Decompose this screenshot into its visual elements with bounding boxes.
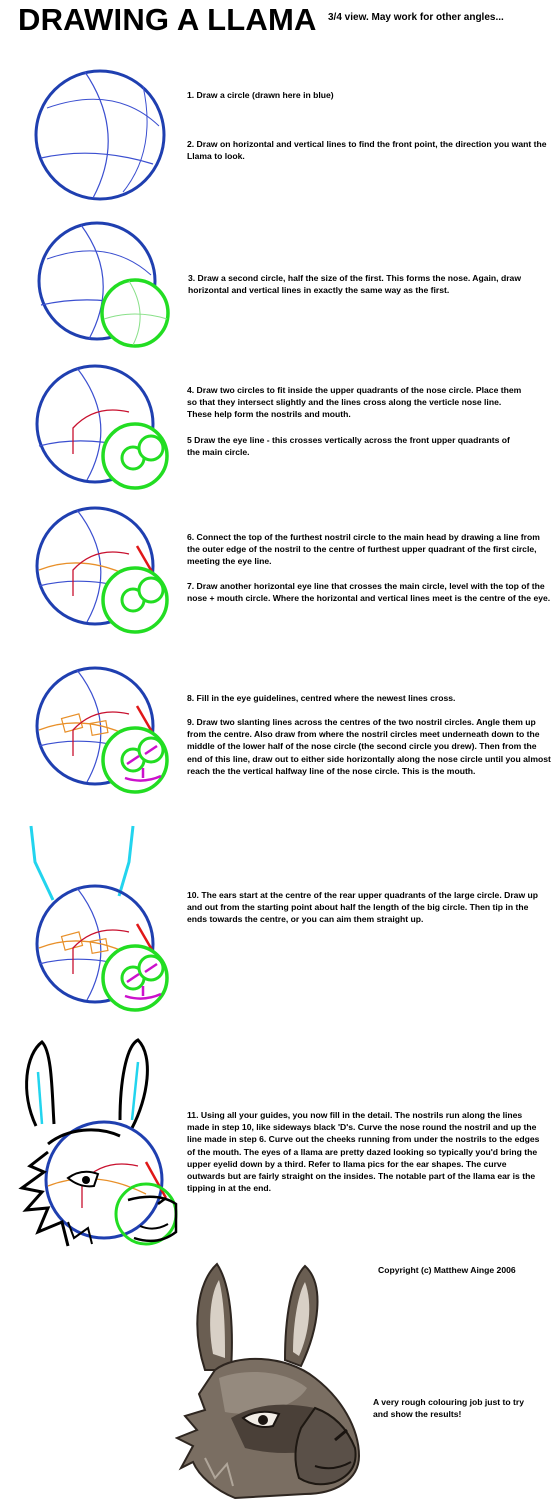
copyright-text: Copyright (c) Matthew Ainge 2006 [378, 1265, 516, 1275]
nostril-slant-near [126, 754, 140, 766]
main-circle [44, 1120, 164, 1240]
eye-line [72, 929, 130, 974]
mouth-guide [124, 768, 162, 782]
nose-bridge-line [144, 1161, 168, 1199]
page-title: DRAWING A LLAMA [18, 2, 317, 37]
colored-ear-right-inner [293, 1282, 310, 1356]
mouth-line [139, 1223, 169, 1230]
eye-line [72, 409, 130, 454]
figure-step-10 [29, 825, 169, 1012]
eye-pupil [82, 1176, 90, 1184]
step-10-text: 10. The ears start at the centre of the … [187, 890, 539, 925]
main-circle [34, 69, 166, 201]
colored-mouth [314, 1461, 352, 1470]
vertical-guide [76, 887, 102, 1001]
eye-guide-far [89, 938, 109, 954]
page-subtitle: 3/4 view. May work for other angles... [328, 12, 504, 23]
nostril-slant-far [144, 962, 158, 974]
main-circle [35, 506, 155, 626]
main-circle [35, 666, 155, 786]
figure-step-1-2 [34, 69, 166, 201]
mouth-guide [124, 986, 162, 1000]
figure-step-11 [18, 1038, 178, 1247]
step-7-text: 7. Draw another horizontal eye line that… [187, 581, 551, 604]
step-6-text: 6. Connect the top of the furthest nostr… [187, 532, 540, 567]
main-circle [35, 884, 155, 1004]
eye-line [72, 551, 130, 596]
main-circle [37, 221, 157, 341]
vertical-guide [84, 71, 109, 199]
side-guide [122, 85, 148, 193]
nostril-slant-near [126, 972, 140, 984]
colored-muzzle [294, 1406, 357, 1486]
nose-horizontal-guide [103, 313, 168, 320]
ear-right [117, 825, 135, 897]
figure-step-3 [37, 221, 170, 348]
ear-right-guide [130, 1061, 140, 1121]
vertical-guide [76, 367, 102, 481]
nostril-circle-far [137, 576, 165, 604]
step-3-text: 3. Draw a second circle, half the size o… [188, 273, 522, 296]
step-11-text: 11. Using all your guides, you now fill … [187, 1110, 540, 1194]
colored-neck-fur [204, 1457, 234, 1487]
ear-left-outline [25, 1040, 56, 1127]
eye-line [72, 711, 130, 756]
step-8-text: 8. Fill in the eye guidelines, centred w… [187, 693, 456, 703]
upper-guide [46, 250, 152, 276]
step-1-text: 1. Draw a circle (drawn here in blue) [187, 90, 334, 100]
result-note-text: A very rough colouring job just to try a… [373, 1397, 525, 1420]
step-4-text: 4. Draw two circles to fit inside the up… [187, 385, 522, 420]
step-5-text: 5 Draw the eye line - this crosses verti… [187, 435, 510, 458]
ear-left-guide [36, 1071, 44, 1125]
nose-circle [100, 278, 170, 348]
colored-nostril [334, 1428, 348, 1442]
figure-step-6-7 [35, 506, 169, 634]
colored-forehead-highlight [219, 1372, 307, 1414]
nostril-circle-far [137, 434, 165, 462]
forehead-outline [47, 1128, 121, 1146]
nose-vertical-guide [128, 280, 141, 346]
vertical-guide [76, 669, 102, 783]
neck-fur [67, 1221, 93, 1245]
main-circle [35, 364, 155, 484]
fur-outline [18, 1150, 70, 1247]
vertical-guide [76, 509, 102, 623]
nose-circle [114, 1182, 178, 1246]
nostril-slant-far [144, 744, 158, 756]
muzzle-outline [127, 1195, 178, 1243]
figure-step-4-5 [35, 364, 169, 490]
colored-llama-result [175, 1262, 361, 1500]
step-2-text: 2. Draw on horizontal and vertical lines… [187, 139, 547, 162]
upper-guide [46, 98, 160, 127]
ear-right-outline [118, 1038, 149, 1129]
ear-left [29, 825, 55, 901]
step-9-text: 9. Draw two slanting lines across the ce… [187, 717, 551, 776]
horizontal-guide [40, 152, 154, 165]
colored-eye-pupil [258, 1415, 268, 1425]
figure-step-8-9 [35, 666, 169, 794]
vertical-guide [80, 224, 104, 340]
colored-ear-left-inner [210, 1280, 225, 1358]
nostril-mark [157, 1197, 167, 1205]
eye-guide-far [89, 720, 109, 736]
